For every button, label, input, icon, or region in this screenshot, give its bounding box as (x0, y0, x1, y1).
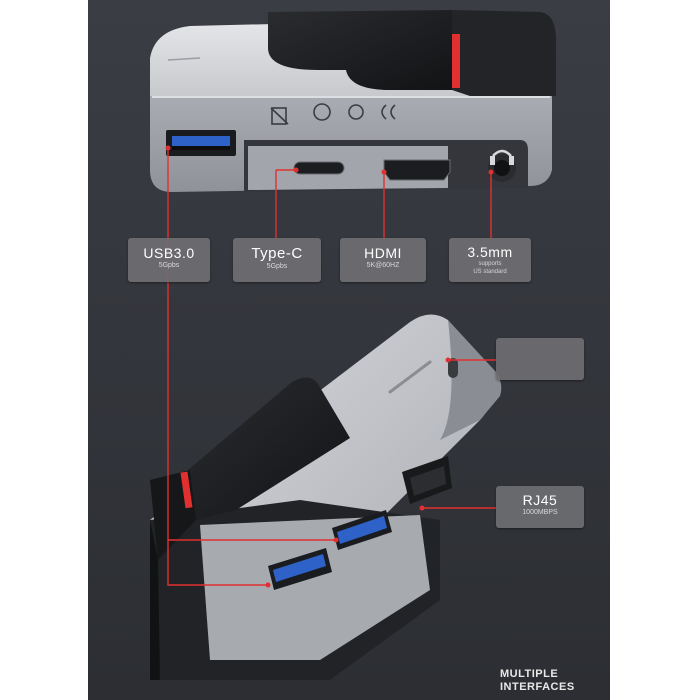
audio-jack-label-spec1: supports (478, 261, 502, 267)
caption-line-2: INTERFACES (500, 681, 575, 693)
usb3-label-spec: 5Gpbs (158, 262, 180, 269)
rj45-label-spec: 1000MBPS (522, 509, 558, 516)
callout-lines (167, 148, 496, 586)
audio-jack-label-spec2: US standard (473, 269, 507, 275)
usb3-port-top (166, 130, 236, 156)
audio-jack-label-name: 3.5mm (467, 244, 513, 260)
red-accent-stripe (452, 34, 460, 88)
audio-jack-port (488, 149, 516, 182)
type-c-label-name: Type-C (251, 245, 303, 262)
usb3-label-name: USB3.0 (143, 245, 195, 261)
usb3-label: USB3.0 5Gpbs (128, 238, 210, 282)
hdmi-label-name: HDMI (364, 245, 402, 261)
hdmi-label-spec: 5K@60HZ (366, 262, 400, 269)
top-hub-device (150, 10, 556, 192)
callout-dots (165, 145, 494, 588)
rj45-label: RJ45 1000MBPS (496, 486, 584, 528)
audio-jack-label: 3.5mm supports US standard (449, 238, 531, 282)
bottom-hub-device (150, 314, 502, 680)
side-port-label (496, 338, 584, 380)
type-c-port (293, 161, 345, 175)
type-c-label-spec: 5Gpbs (266, 263, 288, 270)
hdmi-port (383, 159, 451, 181)
caption: MULTIPLE INTERFACES (500, 668, 575, 694)
hdmi-label: HDMI 5K@60HZ (340, 238, 426, 282)
top-flap (268, 10, 452, 90)
bottom-flap (188, 377, 350, 520)
regulatory-marks-icon (270, 103, 396, 125)
red-accent-stripe-bottom (180, 471, 193, 509)
type-c-label: Type-C 5Gpbs (233, 238, 321, 282)
usb3-ports-bottom (268, 510, 392, 590)
rj45-label-name: RJ45 (522, 492, 558, 508)
caption-line-1: MULTIPLE (500, 668, 559, 680)
rj45-port (402, 456, 452, 504)
